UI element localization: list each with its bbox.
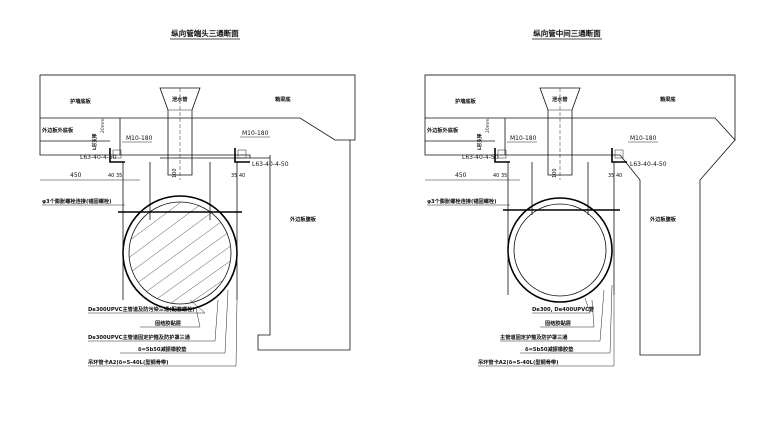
right-title: 纵向管中间三通断面 [533, 28, 601, 38]
right-angle-label-left: L63-40-4-50 [462, 154, 499, 161]
left-label-drain-pipe: 泄水管 [172, 95, 188, 103]
left-angle-label-left: L63-40-4-50 [80, 154, 117, 161]
right-label-guard-wall: 护墙底板 [455, 97, 477, 105]
left-pipe-outer [122, 195, 238, 311]
left-bolt-box-right [237, 149, 247, 159]
right-dim-center: 100 [552, 168, 558, 178]
left-title: 纵向管端头三通断面 [171, 28, 239, 38]
left-note-2: 固结胶黏层 [155, 319, 181, 327]
left-clamp-strap [122, 245, 238, 300]
right-label-outer-web: 外边板外底板 [427, 126, 459, 134]
right-clamp-strap [507, 245, 615, 295]
right-note-4: δ=5b50减振橡胶垫 [525, 345, 574, 353]
right-angle-bracket-left [494, 148, 510, 163]
left-right-box-label: 外边板腹板 [290, 215, 317, 223]
right-bolt-label-left: M10-180 [510, 135, 537, 142]
right-note-5: 吊环管卡A2(δ=5-40L(型钢骨带) [478, 358, 558, 366]
right-bolt-box-left [497, 149, 507, 159]
left-angle-label-right: L63-40-4-50 [252, 161, 289, 168]
left-bolt-box-left [112, 149, 122, 159]
left-dim-35-40: 35 40 [231, 173, 245, 179]
left-web-box [257, 140, 351, 351]
left-dim-40-35: 40 35 [108, 173, 122, 179]
right-note-1: De300, De400UPVC管 [532, 305, 594, 313]
left-angle-bracket-left [109, 148, 125, 163]
left-bolt-label-right: M10-180 [242, 130, 269, 137]
left-notes: De300UPVC主管道及防污染三通(配套螺栓) 固结胶黏层 De300UPVC… [88, 289, 238, 367]
left-note-4: δ=5b50减振橡胶垫 [138, 345, 187, 353]
left-label-beam-slab: 箱梁底 [275, 95, 291, 103]
left-dim-20mm: 20mm [100, 119, 106, 134]
right-dim-40-35: 40 35 [493, 173, 507, 179]
right-clamp-note: φ3个膨胀螺栓连接(锚固螺栓) [427, 197, 496, 205]
left-deck-band [39, 118, 251, 159]
right-dim-35-40: 35 40 [608, 173, 622, 179]
left-pipe-inner [128, 201, 232, 305]
right-angle-bracket-right [611, 148, 627, 163]
left-bolt-label-left: M10-180 [126, 135, 153, 142]
right-section-drawing: 纵向管中间三通断面 450 40 35 35 40 1 [424, 28, 736, 367]
right-note-3: 主管道固定护箍及防护罩三通 [500, 333, 568, 341]
right-label-beam-slab: 箱梁底 [660, 95, 676, 103]
left-dim-450: 450 [70, 172, 82, 179]
left-note-3: De300UPVC主管道固定护箍及防护罩三通 [88, 333, 191, 341]
left-label-guard-wall: 护墙底板 [70, 97, 92, 105]
left-angle-bracket-right [234, 148, 250, 163]
right-pipe-outer [507, 197, 613, 303]
left-label-outer-web: 外边板外底板 [42, 126, 74, 134]
right-label-l-support: L形支撑 [476, 133, 483, 150]
right-bolt-label-right: M10-180 [630, 135, 657, 142]
right-deck-band [424, 118, 620, 156]
left-label-l-support: L形支撑 [91, 133, 98, 150]
right-right-box-label: 外边板腹板 [650, 215, 677, 223]
left-note-1: De300UPVC主管道及防污染三通(配套螺栓) [88, 305, 195, 313]
left-clamp-note: φ3个膨胀螺栓连接(锚固螺栓) [42, 197, 111, 205]
right-web-taper [619, 139, 736, 356]
right-notes: De300, De400UPVC管 固结胶黏层 主管道固定护箍及防护罩三通 δ=… [478, 284, 615, 367]
right-dim-450: 450 [455, 172, 467, 179]
right-note-2: 固结胶黏层 [545, 319, 571, 327]
left-note-5: 吊环管卡A2(δ=5-40L(型钢骨带) [88, 358, 168, 366]
right-bolt-box-right [614, 149, 624, 159]
right-angle-label-right: L63-40-4-50 [630, 161, 667, 168]
right-top-slab [424, 74, 736, 142]
left-top-slab [39, 74, 356, 141]
right-pipe-inner [513, 203, 607, 297]
right-label-drain-pipe: 泄水管 [552, 95, 568, 103]
right-dim-20mm: 20mm [485, 119, 491, 134]
left-dim-center: 100 [172, 168, 178, 178]
left-section-drawing: 纵向管端头三通断面 [39, 28, 356, 367]
